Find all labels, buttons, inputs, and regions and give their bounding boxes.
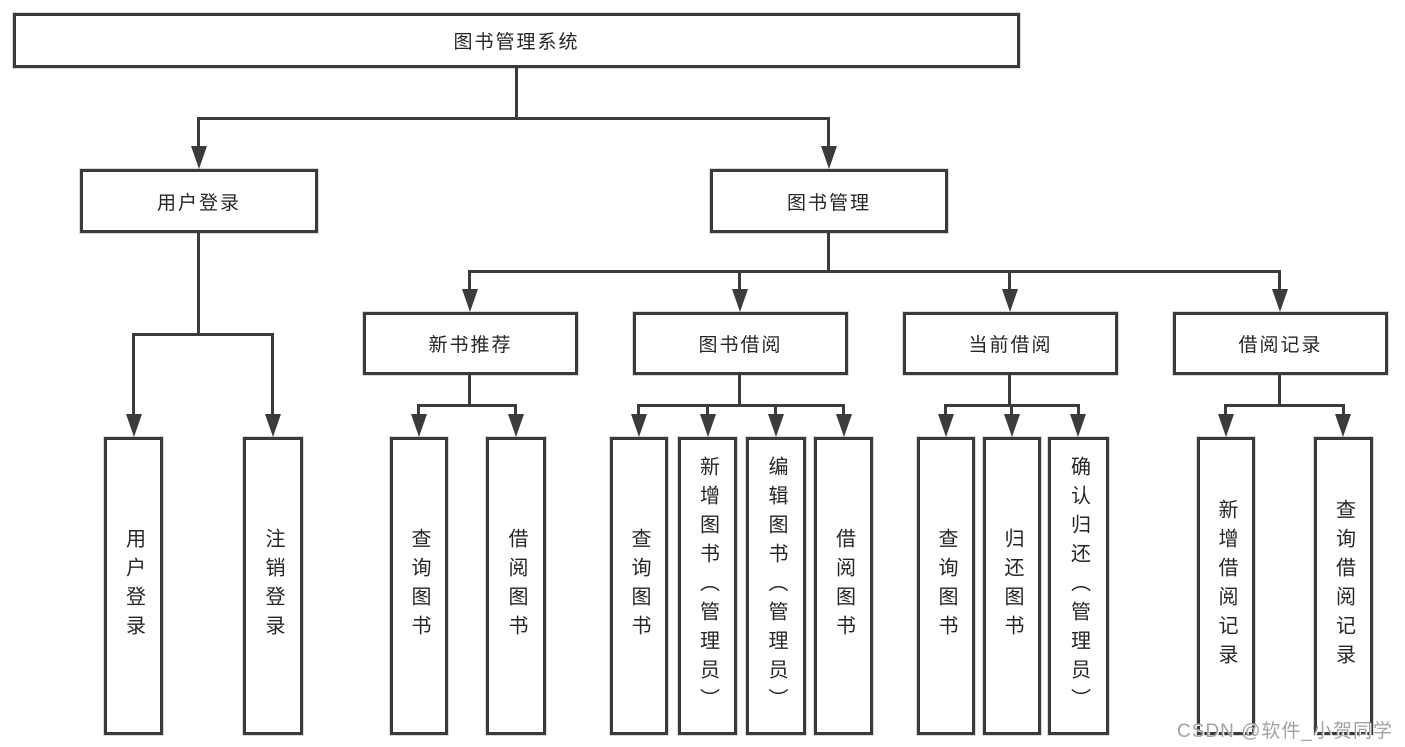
node-new-book-recommend-label: 新书推荐: [428, 335, 513, 356]
connector-stem-book-management: [827, 117, 830, 149]
leaf-return-book-label: 归还图书: [1001, 528, 1023, 644]
arrowhead-book-management: [821, 146, 837, 169]
arrowhead-leaf: [938, 414, 954, 437]
arrowhead-new-book-recommend: [462, 289, 478, 312]
leaf-query-book-borrow-label: 查询图书: [628, 528, 650, 644]
connector-current-borrow-stub: [1008, 375, 1011, 407]
leaf-return-book: 归还图书: [983, 437, 1041, 735]
node-book-borrow-label: 图书借阅: [698, 335, 783, 356]
arrowhead-book-borrow: [732, 289, 748, 312]
node-root-label: 图书管理系统: [453, 32, 580, 53]
leaf-query-borrow-record: 查询借阅记录: [1314, 437, 1373, 735]
leaf-confirm-return-admin-label: 确认归还（管理员）: [1067, 455, 1090, 717]
node-root: 图书管理系统: [13, 13, 1020, 68]
connector-root-stub: [515, 68, 518, 120]
leaf-add-borrow-record-label: 新增借阅记录: [1215, 499, 1237, 673]
connector-new-book-recommend-bar: [417, 404, 517, 407]
leaf-query-borrow-record-label: 查询借阅记录: [1332, 499, 1355, 673]
connector-book-management-bar: [468, 270, 1281, 273]
arrowhead-leaf: [1004, 414, 1020, 437]
connector-user-login-bar: [132, 333, 274, 336]
connector-borrow-records-stub: [1278, 375, 1281, 407]
connector-stem: [774, 404, 777, 418]
leaf-add-book-admin: 新增图书（管理员）: [678, 437, 737, 735]
arrowhead-current-borrow: [1002, 289, 1018, 312]
node-current-borrow-label: 当前借阅: [968, 335, 1053, 356]
leaf-user-login-label: 用户登录: [122, 528, 145, 644]
connector-stem: [637, 404, 640, 418]
leaf-edit-book-admin: 编辑图书（管理员）: [746, 437, 806, 735]
leaf-query-book-recommend-label: 查询图书: [408, 528, 430, 644]
connector-stem: [1224, 404, 1227, 418]
leaf-borrow-book-recommend-label: 借阅图书: [505, 528, 527, 644]
arrowhead-borrow-records: [1272, 289, 1288, 312]
arrowhead-leaf: [508, 414, 524, 437]
arrowhead-leaf: [768, 414, 784, 437]
arrowhead-leaf: [631, 414, 647, 437]
connector-stem-leaf-user-login: [132, 333, 135, 415]
arrowhead-leaf: [1218, 414, 1234, 437]
connector-stem-leaf-logout: [271, 333, 274, 415]
node-current-borrow: 当前借阅: [903, 312, 1118, 375]
connector-stem-new-book-recommend: [468, 270, 471, 292]
connector-stem-current-borrow: [1008, 270, 1011, 292]
leaf-query-book-recommend: 查询图书: [390, 437, 448, 735]
leaf-add-book-admin-label: 新增图书（管理员）: [696, 455, 719, 717]
leaf-edit-book-admin-label: 编辑图书（管理员）: [765, 455, 787, 717]
leaf-confirm-return-admin: 确认归还（管理员）: [1048, 437, 1109, 735]
leaf-query-book-current: 查询图书: [917, 437, 975, 735]
connector-stem: [706, 404, 709, 418]
connector-stem-borrow-records: [1278, 270, 1281, 292]
node-book-management: 图书管理: [710, 169, 948, 233]
node-borrow-records: 借阅记录: [1173, 312, 1388, 375]
connector-new-book-recommend-stub: [468, 375, 471, 407]
leaf-query-book-borrow: 查询图书: [610, 437, 668, 735]
connector-stem: [1010, 404, 1013, 418]
leaf-borrow-book: 借阅图书: [814, 437, 873, 735]
connector-stem: [514, 404, 517, 418]
arrowhead-leaf: [1070, 414, 1086, 437]
node-book-borrow: 图书借阅: [633, 312, 848, 375]
csdn-watermark: CSDN @软件_小贺同学: [1177, 721, 1393, 742]
arrowhead-leaf: [411, 414, 427, 437]
connector-book-management-stub: [827, 233, 830, 273]
leaf-query-book-current-label: 查询图书: [935, 528, 957, 644]
leaf-logout: 注销登录: [243, 437, 303, 735]
arrowhead-leaf-user-login: [126, 414, 142, 437]
connector-stem-user-login: [197, 117, 200, 149]
connector-borrow-records-bar: [1224, 404, 1345, 407]
arrowhead-leaf: [836, 414, 852, 437]
connector-stem: [842, 404, 845, 418]
leaf-borrow-book-recommend: 借阅图书: [486, 437, 546, 735]
node-user-login-label: 用户登录: [156, 192, 241, 214]
node-user-login: 用户登录: [80, 169, 318, 233]
node-new-book-recommend: 新书推荐: [363, 312, 578, 375]
node-book-management-label: 图书管理: [786, 192, 871, 214]
leaf-add-borrow-record: 新增借阅记录: [1197, 437, 1255, 735]
connector-stem-book-borrow: [738, 270, 741, 292]
connector-stem: [1342, 404, 1345, 418]
connector-stem: [417, 404, 420, 418]
leaf-user-login: 用户登录: [104, 437, 163, 735]
leaf-logout-label: 注销登录: [262, 528, 284, 644]
connector-root-bar: [197, 117, 830, 120]
arrowhead-user-login: [191, 146, 207, 169]
arrowhead-leaf: [700, 414, 716, 437]
connector-stem: [1077, 404, 1080, 418]
connector-stem: [944, 404, 947, 418]
connector-user-login-stub: [197, 233, 200, 336]
arrowhead-leaf: [1335, 414, 1351, 437]
connector-book-borrow-bar: [637, 404, 845, 407]
connector-book-borrow-stub: [738, 375, 741, 407]
arrowhead-leaf-logout: [265, 414, 281, 437]
node-borrow-records-label: 借阅记录: [1238, 335, 1323, 356]
leaf-borrow-book-label: 借阅图书: [832, 528, 855, 644]
